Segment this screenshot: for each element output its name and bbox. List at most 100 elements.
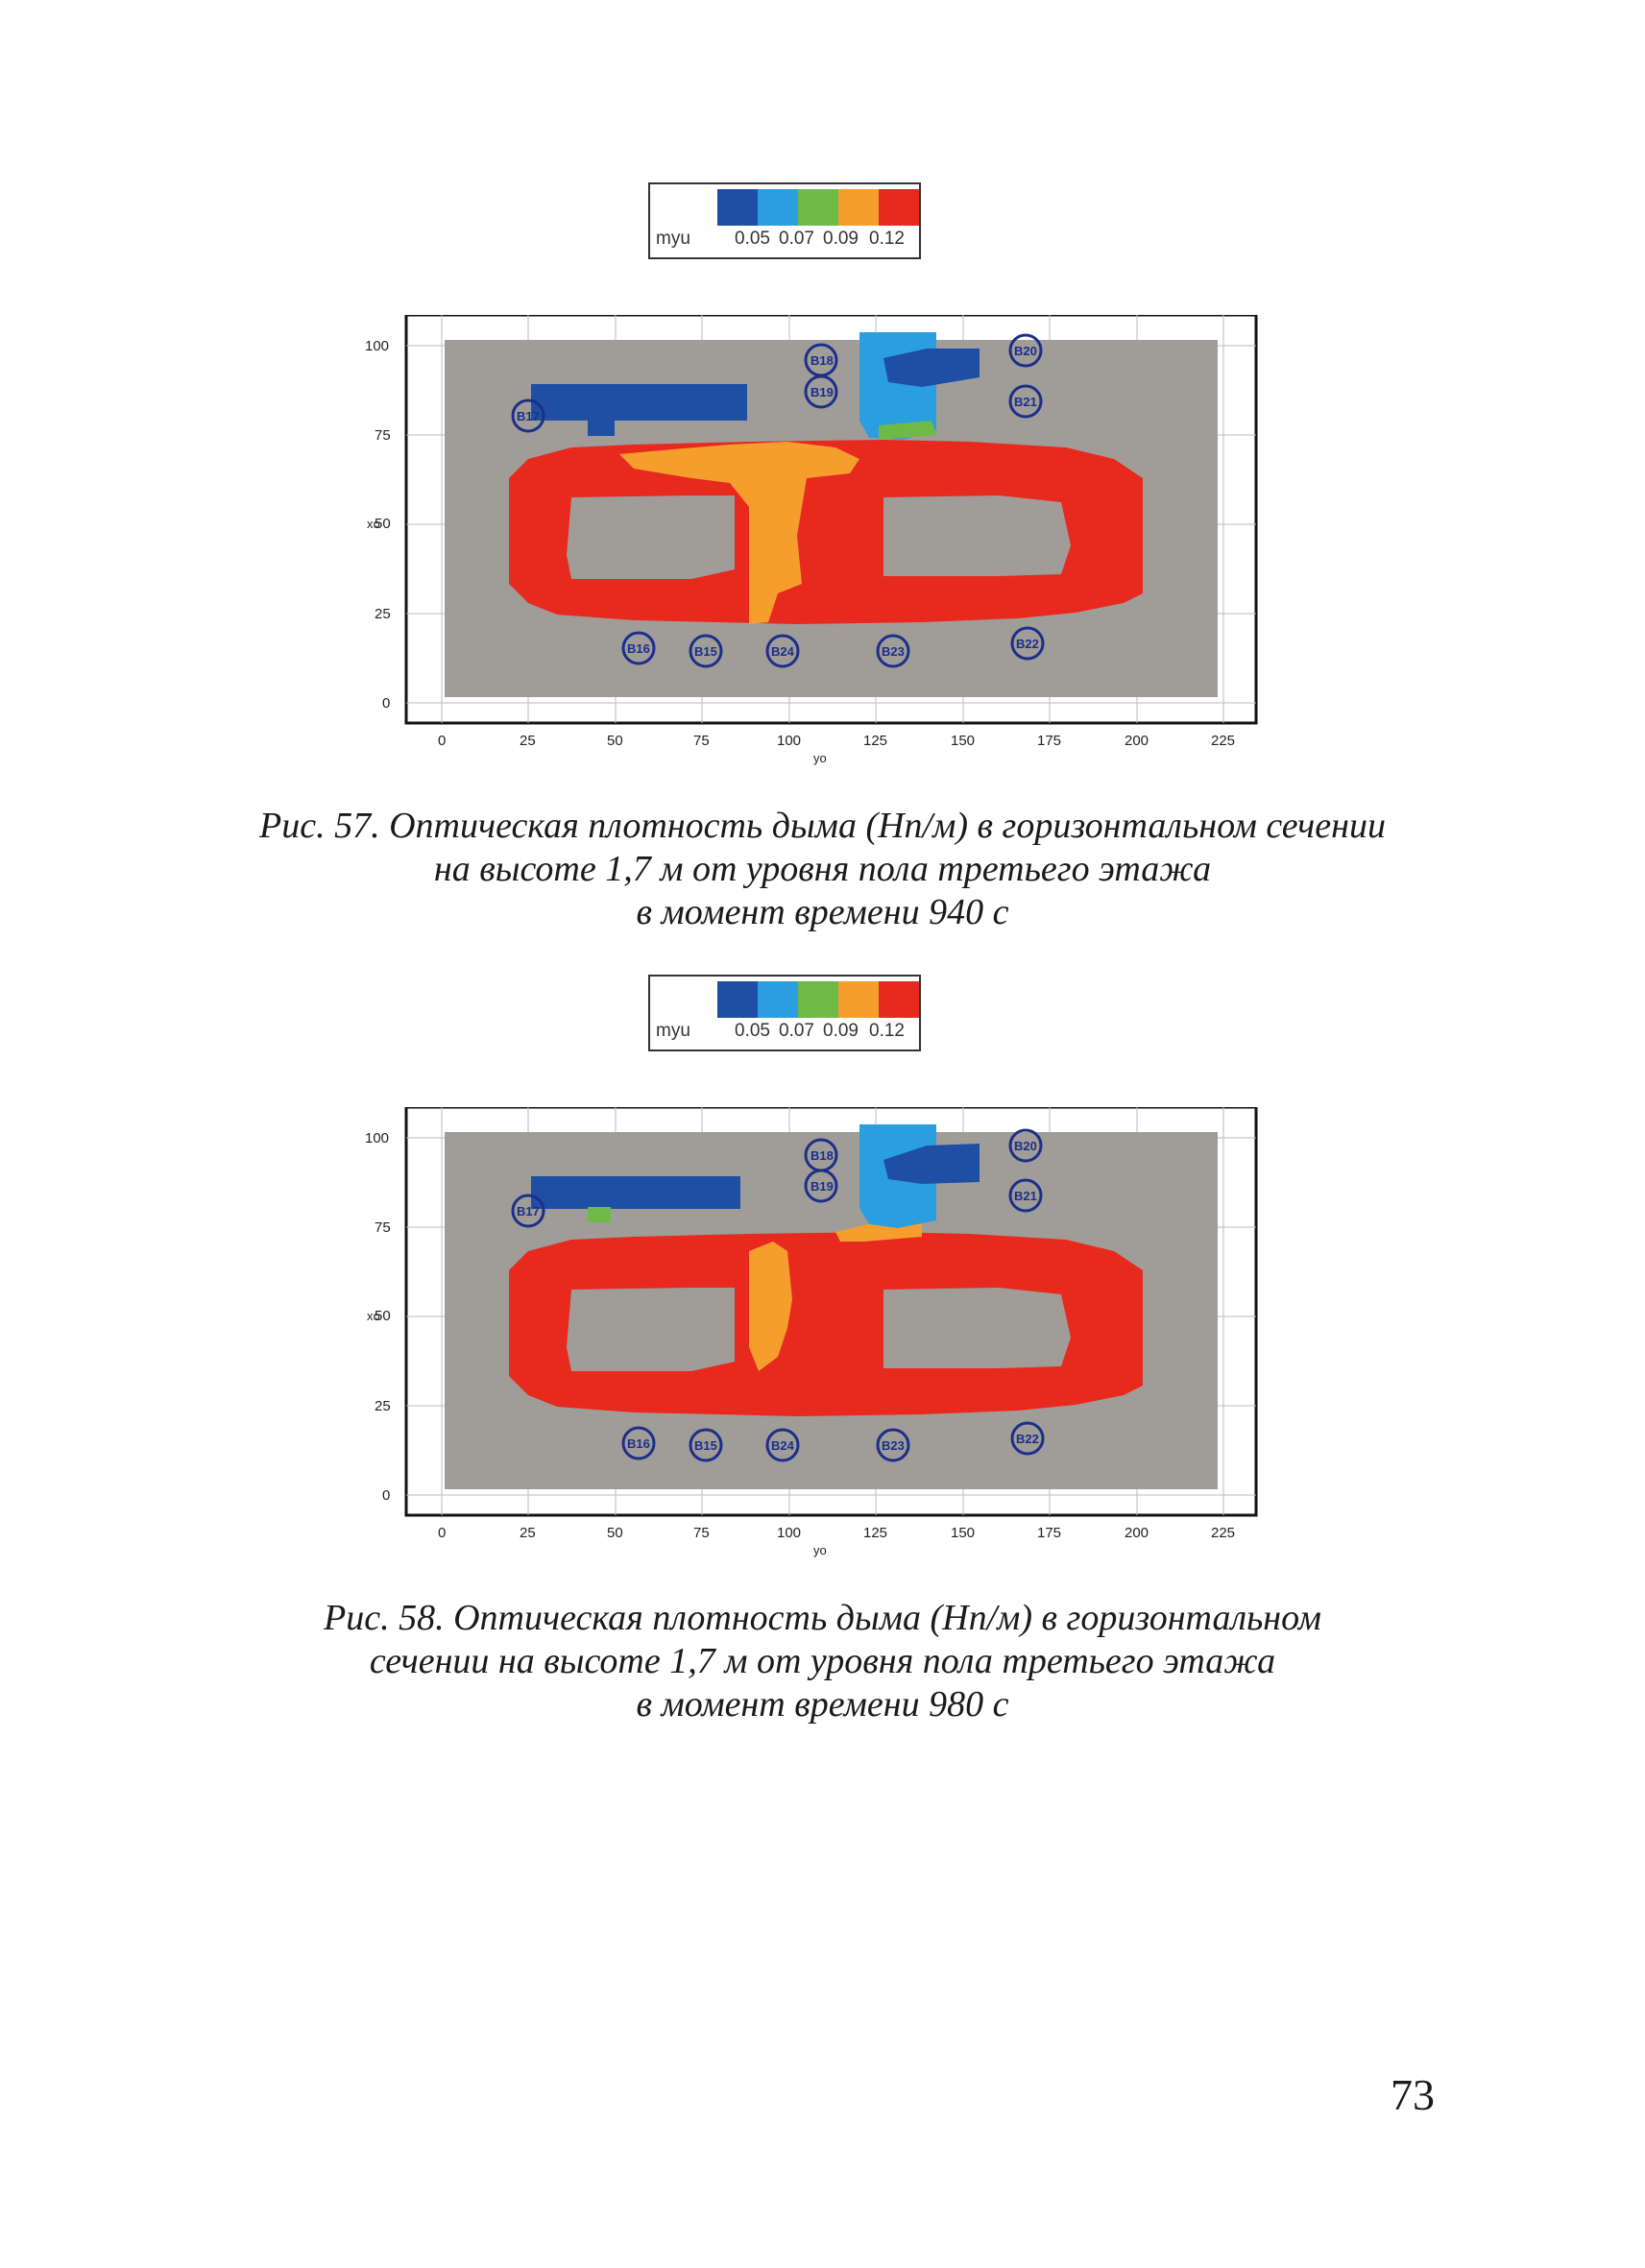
sensor-b20: B20 — [1014, 1139, 1037, 1153]
x-tick-75: 75 — [693, 1525, 710, 1541]
sensor-b18: B18 — [810, 1148, 834, 1163]
y-tick-0: 0 — [382, 1487, 390, 1504]
legend-swatch-1 — [717, 981, 758, 1018]
smoke-zone-low-right — [883, 1144, 980, 1184]
x-tick-25: 25 — [520, 1525, 536, 1541]
caption-line: Рис. 57. Оптическая плотность дыма (Нп/м… — [258, 806, 1386, 846]
x-tick-150: 150 — [951, 1525, 975, 1541]
y-tick-100: 100 — [365, 338, 389, 354]
sensor-b22: B22 — [1016, 637, 1039, 651]
sensor-b19: B19 — [810, 1179, 834, 1194]
smoke-zone-low-left — [531, 384, 747, 421]
sensor-b19: B19 — [810, 385, 834, 399]
x-tick-50: 50 — [607, 733, 623, 749]
y-tick-50: 50 — [375, 516, 391, 532]
x-tick-125: 125 — [863, 1525, 887, 1541]
legend-swatches — [717, 981, 919, 1018]
sensor-b24: B24 — [771, 644, 795, 659]
caption-line: в момент времени 980 с — [636, 1684, 1009, 1725]
sensor-b16: B16 — [627, 641, 650, 656]
sensor-b23: B23 — [882, 644, 905, 659]
x-tick-225: 225 — [1211, 733, 1235, 749]
legend-var-label: myu — [656, 1021, 690, 1041]
y-tick-25: 25 — [375, 606, 391, 622]
sensor-b23: B23 — [882, 1438, 905, 1453]
smoke-zone-medium — [749, 1242, 792, 1371]
smoke-zone-mid — [879, 421, 936, 440]
smoke-zone-mid-left — [588, 1207, 611, 1222]
legend-swatch-2 — [758, 189, 798, 226]
legend-value-4: 0.12 — [869, 229, 905, 249]
smoke-zone-low-right — [883, 349, 980, 387]
x-tick-175: 175 — [1037, 1525, 1061, 1541]
legend-swatch-1 — [717, 189, 758, 226]
caption-line: сечении на высоте 1,7 м от уровня пола т… — [369, 1641, 1276, 1681]
sensor-b17: B17 — [517, 409, 540, 423]
sensor-b24: B24 — [771, 1438, 795, 1453]
sensor-markers — [511, 1128, 1045, 1462]
caption-line: в момент времени 940 с — [636, 892, 1009, 932]
y-tick-0: 0 — [382, 695, 390, 712]
inner-room-right — [883, 495, 1071, 576]
y-axis-label: xo — [367, 1309, 380, 1323]
legend-swatch-5 — [879, 981, 919, 1018]
legend-swatches — [717, 189, 919, 226]
legend-value-1: 0.05 — [735, 1021, 770, 1041]
color-legend: myu 0.05 0.07 0.09 0.12 — [648, 182, 921, 259]
y-tick-75: 75 — [375, 427, 391, 444]
sensor-b15: B15 — [694, 1438, 717, 1453]
legend-swatch-5 — [879, 189, 919, 226]
legend-value-4: 0.12 — [869, 1021, 905, 1041]
color-legend: myu 0.05 0.07 0.09 0.12 — [648, 975, 921, 1051]
y-tick-100: 100 — [365, 1130, 389, 1146]
sensor-b17: B17 — [517, 1204, 540, 1218]
x-tick-225: 225 — [1211, 1525, 1235, 1541]
inner-room-right — [883, 1288, 1071, 1368]
legend-value-3: 0.09 — [823, 229, 859, 249]
x-tick-150: 150 — [951, 733, 975, 749]
x-tick-175: 175 — [1037, 733, 1061, 749]
sensor-b21: B21 — [1014, 1189, 1037, 1203]
y-tick-25: 25 — [375, 1398, 391, 1414]
sensor-b21: B21 — [1014, 395, 1037, 409]
sensor-b20: B20 — [1014, 344, 1037, 358]
inner-room-left — [567, 495, 735, 579]
x-tick-100: 100 — [777, 733, 801, 749]
sensor-b16: B16 — [627, 1436, 650, 1451]
smoke-zone-low-left — [531, 1176, 740, 1209]
y-tick-50: 50 — [375, 1308, 391, 1324]
legend-swatch-4 — [838, 189, 879, 226]
legend-value-1: 0.05 — [735, 229, 770, 249]
sensor-b15: B15 — [694, 644, 717, 659]
figure-58-caption: Рис. 58. Оптическая плотность дыма (Нп/м… — [125, 1597, 1520, 1726]
x-tick-0: 0 — [438, 733, 446, 749]
x-tick-0: 0 — [438, 1525, 446, 1541]
caption-line: на высоте 1,7 м от уровня пола третьего … — [433, 849, 1212, 889]
legend-swatch-2 — [758, 981, 798, 1018]
page-number: 73 — [1391, 2070, 1435, 2119]
legend-swatch-4 — [838, 981, 879, 1018]
x-tick-100: 100 — [777, 1525, 801, 1541]
smoke-density-plot: B18 B19 B20 B21 B17 B16 B24 B23 B22 B15 … — [346, 1107, 1258, 1558]
legend-swatch-3 — [798, 189, 838, 226]
figure-57-caption: Рис. 57. Оптическая плотность дыма (Нп/м… — [125, 805, 1520, 934]
legend-value-2: 0.07 — [779, 1021, 814, 1041]
y-tick-75: 75 — [375, 1219, 391, 1236]
x-tick-125: 125 — [863, 733, 887, 749]
smoke-zone-low-left-stem — [588, 417, 615, 436]
x-tick-200: 200 — [1125, 1525, 1149, 1541]
x-tick-75: 75 — [693, 733, 710, 749]
sensor-b22: B22 — [1016, 1432, 1039, 1446]
x-axis-label: yo — [813, 751, 827, 765]
caption-line: Рис. 58. Оптическая плотность дыма (Нп/м… — [324, 1598, 1321, 1638]
sensor-b18: B18 — [810, 353, 834, 368]
y-axis-label: xo — [367, 517, 380, 531]
sensor-markers — [511, 333, 1045, 668]
x-tick-50: 50 — [607, 1525, 623, 1541]
smoke-density-plot: B18 B19 B20 B21 B17 B16 B24 B23 B22 B15 … — [346, 315, 1258, 766]
legend-value-3: 0.09 — [823, 1021, 859, 1041]
x-tick-25: 25 — [520, 733, 536, 749]
legend-value-2: 0.07 — [779, 229, 814, 249]
legend-swatch-3 — [798, 981, 838, 1018]
inner-room-left — [567, 1288, 735, 1371]
